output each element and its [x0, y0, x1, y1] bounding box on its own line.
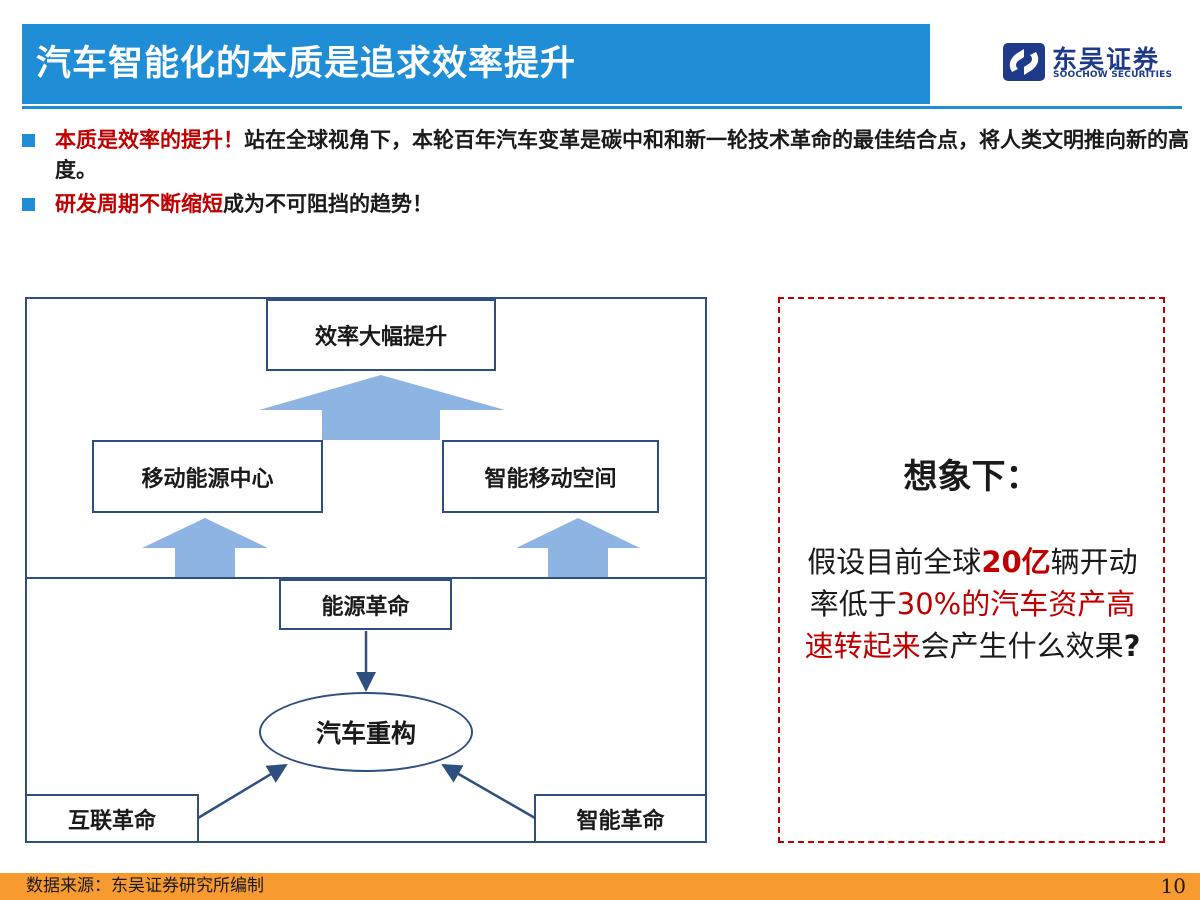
node-intelligence-revolution: 智能革命 [534, 794, 707, 843]
bullet-square-icon [22, 134, 35, 147]
callout-highlight: 汽车资产高速转起来 [804, 587, 1136, 663]
callout-box: 想象下： 假设目前全球20亿辆开动率低于30%的汽车资产高速转起来会产生什么效果… [778, 297, 1165, 843]
left-to-center-arrow [197, 763, 288, 820]
logo-text-en: SOOCHOW SECURITIES [1053, 70, 1173, 80]
company-logo: 东吴证券 SOOCHOW SECURITIES [1002, 40, 1182, 84]
right-to-center-arrow [441, 763, 536, 820]
node-auto-restructure: 汽车重构 [259, 692, 473, 772]
title-bar: 汽车智能化的本质是追求效率提升 [22, 24, 930, 104]
diagram-frame [25, 297, 707, 843]
callout-text: 辆开动率低于 [809, 545, 1138, 621]
right-up-arrow-icon [516, 518, 640, 577]
callout-highlight: 20亿 [981, 545, 1051, 579]
left-up-arrow-icon [142, 518, 268, 577]
bullet-text: 站在全球视角下，本轮百年汽车变革是碳中和和新一轮技术革命的最佳结合点，将人类文明… [55, 128, 1189, 182]
callout-question-mark: ? [1123, 629, 1141, 663]
callout-highlight: 30%的 [896, 587, 991, 621]
title-underline [22, 106, 1182, 109]
bullet-text: 成为不可阻挡的趋势！ [223, 192, 433, 216]
callout-body: 假设目前全球20亿辆开动率低于30%的汽车资产高速转起来会产生什么效果? [800, 541, 1145, 667]
bullet-square-icon [22, 198, 35, 211]
footer-bar: 数据来源：东吴证券研究所编制 10 [0, 873, 1200, 900]
bullet-lead: 研发周期不断缩短 [55, 192, 223, 216]
node-smart-mobile-space: 智能移动空间 [442, 440, 659, 513]
page-title: 汽车智能化的本质是追求效率提升 [36, 44, 577, 84]
node-mobile-energy-center: 移动能源中心 [92, 440, 323, 513]
node-efficiency: 效率大幅提升 [266, 299, 496, 371]
diagram-divider [25, 577, 707, 579]
callout-text: 会产生什么效果 [920, 629, 1124, 663]
logo-mark-icon [1003, 43, 1045, 81]
big-up-arrow-icon [259, 375, 505, 440]
callout-heading: 想象下： [903, 457, 1040, 497]
page-number: 10 [1160, 874, 1186, 898]
bullet-lead: 本质是效率的提升！ [55, 128, 244, 152]
node-connectivity-revolution: 互联革命 [25, 794, 199, 843]
logo-text-cn: 东吴证券 [1052, 45, 1161, 74]
callout-text: 假设目前全球 [807, 545, 982, 579]
data-source: 数据来源：东吴证券研究所编制 [26, 876, 264, 896]
node-energy-revolution: 能源革命 [279, 579, 452, 630]
